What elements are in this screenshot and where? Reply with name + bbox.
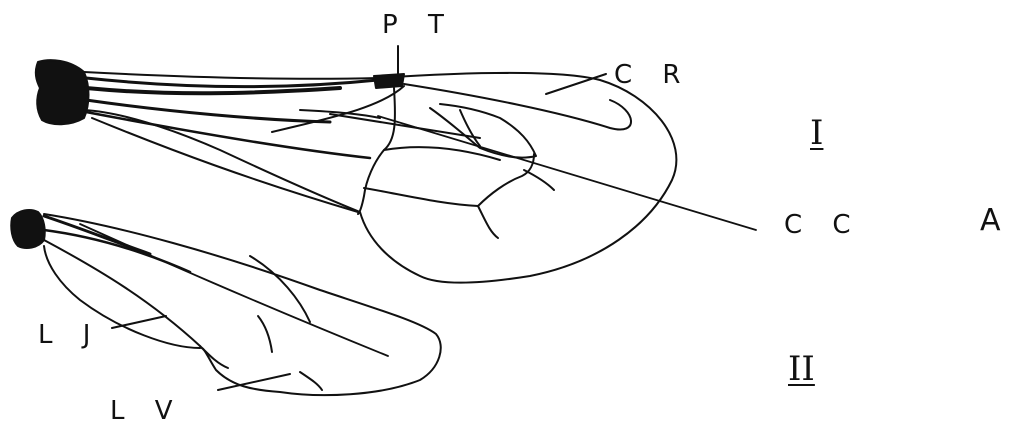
forewing-crossvein bbox=[364, 188, 478, 206]
forewing-crossvein bbox=[524, 170, 554, 190]
hindwing-crossvein bbox=[200, 346, 228, 368]
hindwing-vein bbox=[80, 224, 388, 356]
pterostigma bbox=[374, 74, 404, 88]
leader-lj bbox=[112, 316, 166, 328]
leader-lv bbox=[218, 374, 290, 390]
label-hindwing-numeral: II bbox=[788, 352, 815, 386]
label-radial-cell: C R bbox=[614, 62, 691, 88]
forewing-crossvein bbox=[330, 114, 480, 138]
forewing-crossvein bbox=[300, 110, 380, 118]
forewing-base bbox=[36, 60, 89, 124]
label-jugal-lobe: L J bbox=[38, 322, 101, 348]
leader-cr bbox=[546, 74, 606, 94]
forewing-vein-anal bbox=[92, 118, 358, 212]
hindwing-base bbox=[11, 210, 45, 248]
forewing-crossvein bbox=[478, 206, 498, 238]
hindwing-crossvein bbox=[258, 316, 272, 352]
hindwing bbox=[11, 210, 441, 395]
forewing-costal-margin bbox=[84, 72, 676, 283]
label-vannal-lobe: L V bbox=[110, 398, 184, 424]
panel-letter: A bbox=[980, 206, 1001, 236]
forewing-vein-radius bbox=[86, 88, 340, 93]
forewing-crossvein bbox=[478, 154, 534, 206]
label-forewing-numeral: I bbox=[810, 116, 823, 150]
hindwing-crossvein bbox=[300, 372, 322, 390]
radial-cell-outline bbox=[404, 84, 631, 130]
leader-cc bbox=[378, 116, 756, 230]
label-pterostigma: P T bbox=[382, 12, 455, 38]
label-costal-cell: C C bbox=[784, 212, 862, 238]
forewing-crossvein bbox=[272, 86, 404, 132]
